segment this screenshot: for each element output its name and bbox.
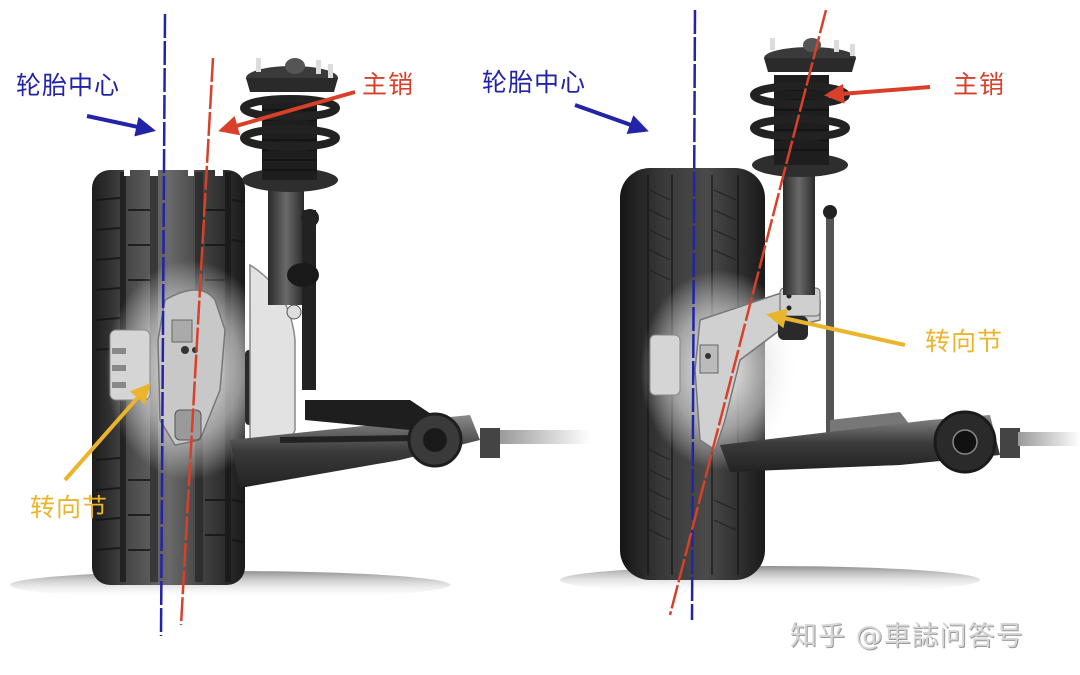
- lower-control-arm-left: [230, 400, 590, 488]
- strut-right: [750, 38, 856, 440]
- kingpin-axis-line-right: [668, 9, 828, 616]
- lower-control-arm-right: [720, 410, 1080, 474]
- wheel-center-line-right: [690, 9, 697, 621]
- kingpin-axis-line-left: [179, 57, 215, 626]
- label-wheel-center-left: 轮胎中心: [16, 71, 121, 100]
- label-wheel-center-right: 轮胎中心: [482, 68, 587, 97]
- label-kingpin-left: 主销: [362, 70, 415, 99]
- left-panel: [10, 13, 590, 637]
- kingpin-arrow-left: [218, 90, 356, 136]
- knuckle-arrow-right: [766, 308, 906, 347]
- label-steering-knuckle-right: 转向节: [925, 327, 1004, 356]
- ground-shadow: [560, 566, 980, 594]
- wheel-center-arrow-left: [86, 114, 156, 137]
- steering-knuckle-right: [649, 287, 821, 452]
- watermark: 知乎 @車誌问答号: [790, 621, 1024, 652]
- strut-left: [240, 58, 340, 390]
- steering-knuckle-left: [109, 289, 226, 446]
- kingpin-arrow-right: [824, 83, 931, 104]
- right-panel: [560, 9, 1080, 621]
- knuckle-arrow-left: [63, 383, 151, 482]
- wheel-center-arrow-right: [574, 103, 649, 135]
- wheel-center-line-left: [159, 13, 167, 637]
- label-kingpin-right: 主销: [953, 70, 1006, 99]
- label-steering-knuckle-left: 转向节: [30, 493, 109, 522]
